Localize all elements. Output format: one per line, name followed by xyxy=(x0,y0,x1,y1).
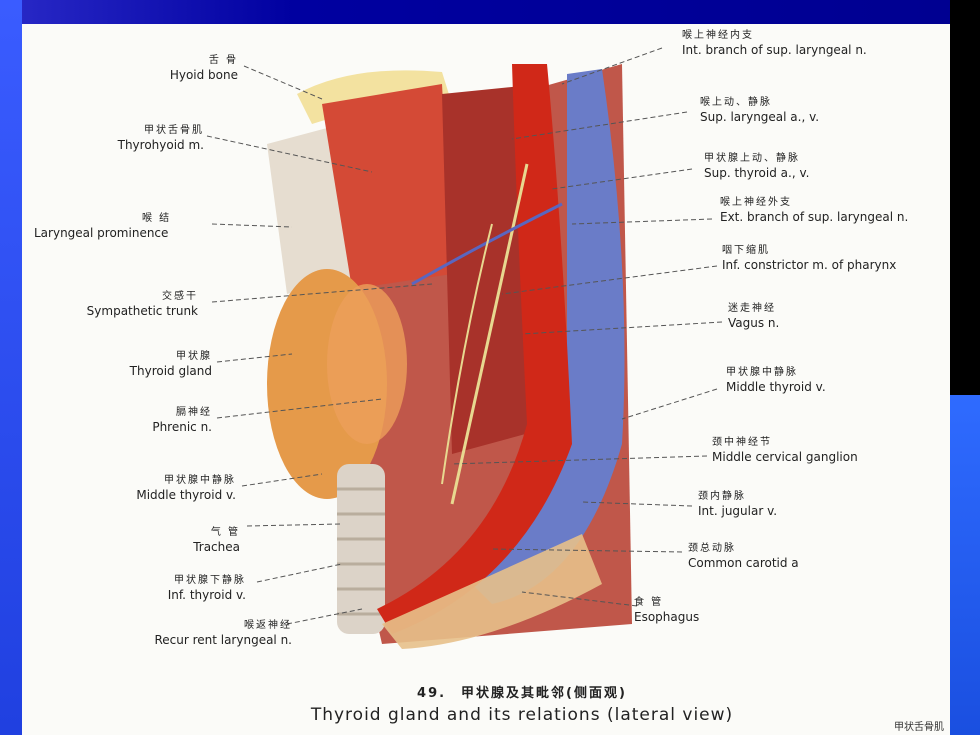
label-esophagus: 食 管 Esophagus xyxy=(634,597,700,624)
anatomy-illustration xyxy=(206,47,723,649)
caption-english: Thyroid gland and its relations (lateral… xyxy=(310,705,734,725)
label-thyrohyoid: 甲状舌骨肌 Thyrohyoid m. xyxy=(117,125,204,152)
label-middle-thyroid-left: 甲状腺中静脉 Middle thyroid v. xyxy=(136,475,236,502)
sup-laryngeal-nerve xyxy=(411,202,563,286)
sympathetic-trunk xyxy=(441,223,493,485)
caption-chinese: 49. 甲状腺及其毗邻(侧面观) xyxy=(417,686,627,701)
common-carotid-artery xyxy=(377,64,572,634)
label-inf-constrictor: 咽下缩肌 Inf. constrictor m. of pharynx xyxy=(722,245,897,272)
label-sympathetic-trunk: 交感干 Sympathetic trunk xyxy=(86,291,198,318)
slide-right-accent xyxy=(950,395,980,735)
label-sup-laryngeal-av: 喉上动、静脉 Sup. laryngeal a., v. xyxy=(700,97,820,124)
esophagus xyxy=(382,534,602,649)
trachea xyxy=(337,464,385,634)
vagus-nerve xyxy=(450,163,529,505)
label-middle-cervical-ganglion: 颈中神经节 Middle cervical ganglion xyxy=(712,437,858,464)
illustration-page: 舌 骨 Hyoid bone 甲状舌骨肌 Thyrohyoid m. 喉 结 L… xyxy=(22,24,950,735)
label-ext-branch-sup-laryngeal: 喉上神经外支 Ext. branch of sup. laryngeal n. xyxy=(720,197,909,224)
thyroid-gland-lobe xyxy=(327,284,407,444)
label-recurrent-laryngeal: 喉返神经 Recur rent laryngeal n. xyxy=(154,620,292,647)
label-vagus: 迷走神经 Vagus n. xyxy=(728,303,780,330)
thyrohyoid-muscle xyxy=(322,84,452,289)
label-inf-thyroid: 甲状腺下静脉 Inf. thyroid v. xyxy=(167,575,246,602)
internal-jugular-vein xyxy=(472,69,625,604)
corner-label: 甲状舌骨肌 xyxy=(894,722,944,733)
label-hyoid-bone: 舌 骨 Hyoid bone xyxy=(169,55,238,82)
label-trachea: 气 管 Trachea xyxy=(193,527,240,554)
label-sup-thyroid-av: 甲状腺上动、静脉 Sup. thyroid a., v. xyxy=(704,153,810,180)
label-thyroid-gland: 甲状腺 Thyroid gland xyxy=(129,351,212,378)
label-int-branch-sup-laryngeal: 喉上神经内支 Int. branch of sup. laryngeal n. xyxy=(682,30,867,57)
label-laryngeal-prominence: 喉 结 Laryngeal prominence xyxy=(34,213,172,240)
slide-top-bar xyxy=(0,0,980,24)
slide-left-bar xyxy=(0,0,22,735)
label-int-jugular: 颈内静脉 Int. jugular v. xyxy=(698,491,778,518)
label-common-carotid: 颈总动脉 Common carotid a xyxy=(688,543,799,570)
label-middle-thyroid-right: 甲状腺中静脉 Middle thyroid v. xyxy=(726,367,826,394)
figure-caption: 49. 甲状腺及其毗邻(侧面观) Thyroid gland and its r… xyxy=(242,682,802,725)
label-phrenic: 膈神经 Phrenic n. xyxy=(152,407,212,434)
